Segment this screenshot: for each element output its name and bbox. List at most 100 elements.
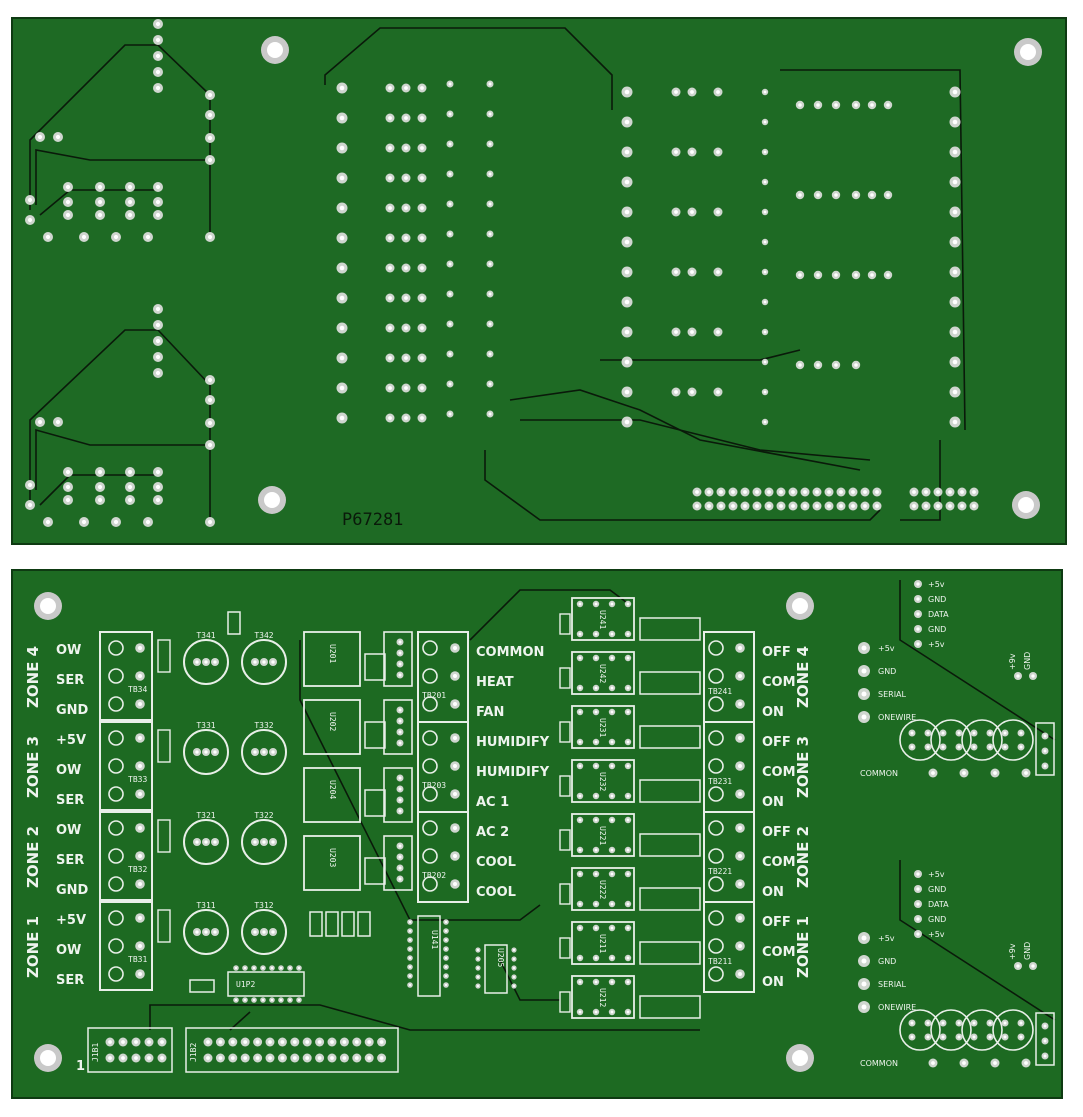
drill-hole xyxy=(207,157,213,163)
drill-hole xyxy=(204,660,208,664)
drill-hole xyxy=(398,866,402,870)
drill-hole xyxy=(941,1035,945,1039)
drill-hole xyxy=(398,798,402,802)
drill-hole xyxy=(916,917,920,921)
resistor-outline xyxy=(559,721,571,743)
drill-hole xyxy=(398,640,402,644)
opto-outline xyxy=(639,617,701,641)
opto-outline xyxy=(639,725,701,749)
drill-hole xyxy=(253,930,257,934)
drill-hole xyxy=(1019,731,1023,735)
drill-hole xyxy=(134,1056,138,1060)
misc-ics: U1P2 U141 U205 xyxy=(189,611,508,997)
drill-hole xyxy=(452,735,458,741)
drill-hole xyxy=(861,981,867,987)
drill-hole xyxy=(594,872,598,876)
drill-hole xyxy=(674,390,678,394)
drill-hole xyxy=(65,497,71,503)
drill-hole xyxy=(737,791,743,797)
drill-hole xyxy=(398,741,402,745)
drill-hole xyxy=(716,90,720,94)
drill-hole xyxy=(626,956,630,960)
drill-hole xyxy=(339,235,345,241)
drill-hole xyxy=(767,504,771,508)
drill-hole xyxy=(270,998,274,1002)
drill-hole xyxy=(145,234,151,240)
screw-pad xyxy=(108,640,124,656)
drill-hole xyxy=(731,490,735,494)
drill-hole xyxy=(488,202,492,206)
drill-hole xyxy=(624,329,630,335)
drill-hole xyxy=(444,956,448,960)
drill-hole xyxy=(207,420,213,426)
connector-pads xyxy=(105,1037,387,1063)
left-terminal-label: SER xyxy=(56,853,84,868)
relay-ic-ref: U241 xyxy=(598,610,607,629)
drill-hole xyxy=(444,920,448,924)
drill-hole xyxy=(398,844,402,848)
drill-hole xyxy=(624,299,630,305)
drill-hole xyxy=(993,1061,997,1065)
drill-hole xyxy=(261,966,265,970)
drill-hole xyxy=(854,363,858,367)
screw-pad xyxy=(422,848,438,864)
drill-hole xyxy=(594,632,598,636)
drill-hole xyxy=(624,89,630,95)
drill-hole xyxy=(398,662,402,666)
module-header-label: DATA xyxy=(928,900,949,909)
module-device-outline xyxy=(961,719,1003,761)
drill-hole xyxy=(127,199,133,205)
screw-pad xyxy=(108,730,124,746)
drill-hole xyxy=(737,943,743,949)
drill-hole xyxy=(452,763,458,769)
drill-hole xyxy=(404,266,408,270)
drill-hole xyxy=(1031,964,1035,968)
j1b2-label: J1B2 xyxy=(189,1043,198,1062)
u141-label: U141 xyxy=(430,930,439,949)
drill-hole xyxy=(610,980,614,984)
drill-hole xyxy=(97,212,103,218)
drill-hole xyxy=(388,416,392,420)
drill-hole xyxy=(1043,1039,1047,1043)
drill-hole xyxy=(578,980,582,984)
drill-hole xyxy=(155,354,161,360)
hvac-center: U201U202U204U203TB201TB203TB202COMMONHEA… xyxy=(303,631,550,903)
drill-hole xyxy=(408,947,412,951)
drill-hole xyxy=(916,612,920,616)
drill-hole xyxy=(941,731,945,735)
drill-hole xyxy=(948,490,952,494)
screw-pad xyxy=(108,820,124,836)
drill-hole xyxy=(578,872,582,876)
drill-hole xyxy=(65,484,71,490)
drill-hole xyxy=(388,296,392,300)
drill-hole xyxy=(252,998,256,1002)
drill-hole xyxy=(952,209,958,215)
drill-hole xyxy=(916,627,920,631)
drill-hole xyxy=(444,938,448,942)
drill-hole xyxy=(230,1040,235,1044)
hvac-label: COMMON xyxy=(476,645,544,660)
hvac-ic-ref: U201 xyxy=(328,644,337,663)
drill-hole xyxy=(875,504,879,508)
drill-hole xyxy=(452,853,458,859)
drill-hole xyxy=(262,930,266,934)
drill-hole xyxy=(255,1056,260,1060)
drill-hole xyxy=(594,602,598,606)
drill-hole xyxy=(339,385,345,391)
drill-hole xyxy=(1016,674,1020,678)
drill-hole xyxy=(398,719,402,723)
relay-ic-outline xyxy=(571,921,635,965)
drill-hole xyxy=(127,497,133,503)
drill-hole xyxy=(367,1040,372,1044)
screw-pad xyxy=(422,876,438,892)
drill-hole xyxy=(155,85,161,91)
drill-hole xyxy=(420,86,424,90)
drill-hole xyxy=(816,193,820,197)
drill-hole xyxy=(910,745,914,749)
drill-hole xyxy=(952,329,958,335)
screw-pad xyxy=(708,786,724,802)
drill-hole xyxy=(737,701,743,707)
drill-hole xyxy=(207,92,213,98)
drill-hole xyxy=(578,794,582,798)
drill-hole xyxy=(719,504,723,508)
